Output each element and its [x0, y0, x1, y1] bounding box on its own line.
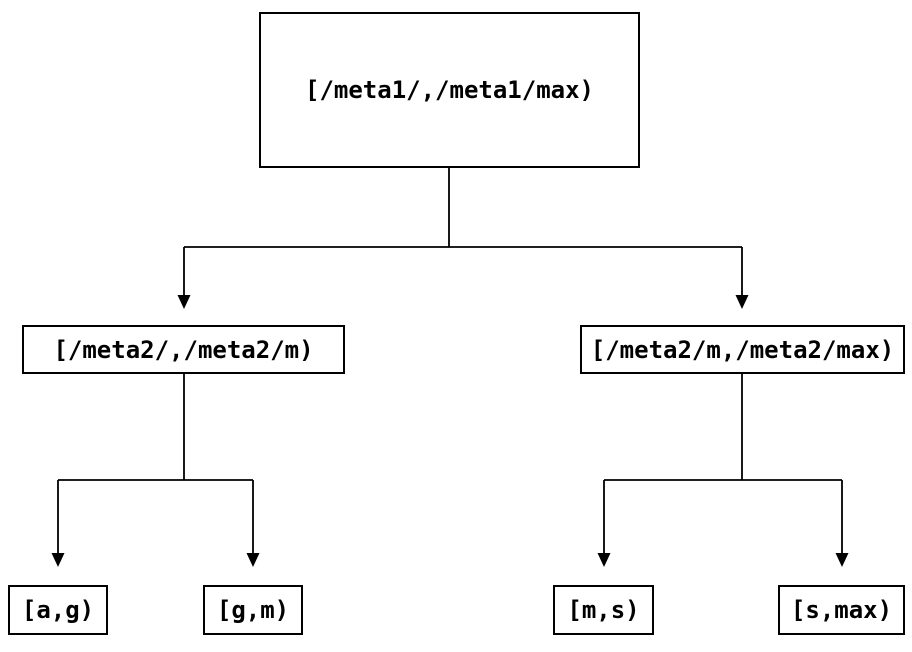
- tree-node-leaf-ag-label: [a,g): [21, 596, 95, 624]
- tree-node-leaf-ms-label: [m,s): [567, 596, 640, 624]
- arrowhead-down-icon: [735, 295, 749, 309]
- tree-node-root-label: [/meta1/,/meta1/max): [305, 76, 594, 104]
- edge-root-trunk: [183, 168, 743, 295]
- arrowhead-down-icon: [177, 295, 191, 309]
- tree-node-leaf-gm-label: [g,m): [216, 596, 290, 624]
- tree-node-meta2-left-label: [/meta2/,/meta2/m): [53, 335, 314, 364]
- tree-node-leaf-smax-label: [s,max): [790, 596, 893, 624]
- tree-node-meta2-right-label: [/meta2/m,/meta2/max): [590, 335, 895, 364]
- arrowhead-down-icon: [51, 553, 65, 567]
- arrowhead-down-icon: [835, 553, 849, 567]
- edge-left-subtree: [57, 374, 254, 553]
- arrowhead-down-icon: [597, 553, 611, 567]
- tree-node-meta2-right: [/meta2/m,/meta2/max): [580, 325, 905, 374]
- tree-node-leaf-smax: [s,max): [778, 585, 905, 635]
- tree-node-leaf-ag: [a,g): [8, 585, 108, 635]
- tree-node-leaf-gm: [g,m): [203, 585, 303, 635]
- arrowhead-down-icon: [246, 553, 260, 567]
- tree-node-leaf-ms: [m,s): [553, 585, 654, 635]
- tree-node-meta2-left: [/meta2/,/meta2/m): [22, 325, 345, 374]
- tree-node-root: [/meta1/,/meta1/max): [259, 12, 640, 168]
- edge-right-subtree: [603, 374, 843, 553]
